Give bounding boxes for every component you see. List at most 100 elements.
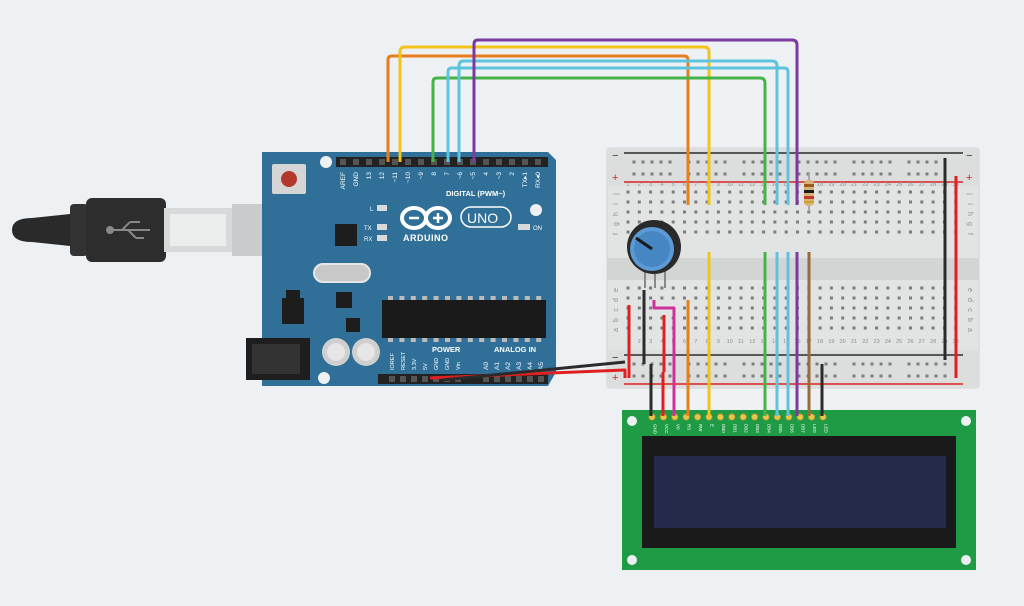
breadboard-hole[interactable] [909, 286, 912, 290]
digital-pin-hole[interactable] [379, 159, 385, 165]
breadboard-hole[interactable] [683, 230, 686, 234]
breadboard-hole[interactable] [875, 286, 879, 290]
rail-hole[interactable] [760, 362, 764, 366]
rail-hole[interactable] [870, 172, 874, 176]
breadboard-hole[interactable] [626, 210, 630, 214]
wire-pin7-blue[interactable] [457, 59, 779, 205]
rail-hole[interactable] [852, 362, 856, 366]
breadboard-hole[interactable] [705, 190, 709, 194]
breadboard-hole[interactable] [818, 296, 822, 300]
rail-hole[interactable] [797, 362, 801, 366]
rail-hole[interactable] [714, 374, 718, 378]
rail-hole[interactable] [751, 160, 755, 164]
rail-hole[interactable] [723, 172, 727, 176]
rail-hole[interactable] [696, 160, 700, 164]
rail-hole[interactable] [870, 160, 874, 164]
breadboard-hole[interactable] [694, 306, 698, 310]
breadboard-hole[interactable] [626, 190, 630, 194]
breadboard-hole[interactable] [863, 210, 867, 214]
breadboard-hole[interactable] [863, 286, 867, 290]
breadboard-hole[interactable] [909, 316, 912, 320]
breadboard-hole[interactable] [694, 200, 698, 204]
rail-hole[interactable] [668, 160, 672, 164]
rail-hole[interactable] [742, 374, 746, 378]
rail-hole[interactable] [861, 172, 865, 176]
wire-gnd-rail-black[interactable] [441, 360, 626, 382]
breadboard-hole[interactable] [739, 210, 743, 214]
rail-hole[interactable] [879, 160, 883, 164]
digital-pin-hole[interactable] [509, 159, 515, 165]
breadboard-hole[interactable] [920, 230, 924, 234]
breadboard-hole[interactable] [739, 190, 743, 194]
breadboard-hole[interactable] [920, 200, 924, 204]
wire-pin9-green[interactable] [431, 76, 767, 205]
breadboard-hole[interactable] [807, 220, 811, 224]
breadboard-hole[interactable] [683, 200, 686, 204]
rail-hole[interactable] [723, 362, 727, 366]
rail-hole[interactable] [888, 362, 892, 366]
breadboard-hole[interactable] [637, 190, 641, 194]
rail-hole[interactable] [632, 172, 636, 176]
breadboard-hole[interactable] [716, 296, 720, 300]
breadboard-hole[interactable] [886, 286, 890, 290]
rail-hole[interactable] [879, 374, 883, 378]
breadboard-hole[interactable] [920, 326, 924, 330]
rail-hole[interactable] [934, 374, 938, 378]
breadboard-hole[interactable] [649, 200, 653, 204]
rail-hole[interactable] [659, 160, 663, 164]
breadboard-hole[interactable] [863, 326, 867, 330]
rail-hole[interactable] [852, 172, 856, 176]
breadboard-hole[interactable] [863, 190, 867, 194]
breadboard-hole[interactable] [660, 296, 664, 300]
rail-hole[interactable] [659, 362, 663, 366]
rail-hole[interactable] [934, 160, 938, 164]
rail-hole[interactable] [769, 172, 773, 176]
digital-pin-hole[interactable] [392, 159, 398, 165]
breadboard-hole[interactable] [683, 296, 686, 300]
rail-hole[interactable] [943, 362, 947, 366]
breadboard-hole[interactable] [784, 230, 788, 234]
rail-hole[interactable] [806, 160, 810, 164]
breadboard-hole[interactable] [852, 286, 856, 290]
rail-hole[interactable] [705, 172, 709, 176]
breadboard-hole[interactable] [728, 210, 732, 214]
breadboard-hole[interactable] [886, 306, 890, 310]
breadboard-hole[interactable] [886, 296, 890, 300]
breadboard-hole[interactable] [750, 200, 754, 204]
breadboard-hole[interactable] [897, 306, 901, 310]
breadboard-hole[interactable] [637, 210, 641, 214]
breadboard-hole[interactable] [716, 200, 720, 204]
breadboard-hole[interactable] [818, 230, 822, 234]
breadboard-hole[interactable] [886, 316, 890, 320]
breadboard-hole[interactable] [649, 296, 653, 300]
breadboard-hole[interactable] [909, 220, 912, 224]
breadboard-hole[interactable] [671, 200, 675, 204]
breadboard-hole[interactable] [773, 210, 777, 214]
rail-hole[interactable] [852, 374, 856, 378]
rail-hole[interactable] [815, 362, 819, 366]
breadboard-hole[interactable] [931, 306, 935, 310]
breadboard-hole[interactable] [773, 220, 777, 224]
breadboard-hole[interactable] [829, 210, 833, 214]
breadboard-hole[interactable] [626, 220, 630, 224]
rail-hole[interactable] [916, 374, 920, 378]
breadboard-hole[interactable] [818, 220, 822, 224]
breadboard-hole[interactable] [784, 326, 788, 330]
rail-hole[interactable] [907, 160, 911, 164]
breadboard-hole[interactable] [909, 306, 912, 310]
breadboard-hole[interactable] [796, 210, 799, 214]
breadboard-hole[interactable] [886, 200, 890, 204]
breadboard-hole[interactable] [875, 200, 879, 204]
breadboard-hole[interactable] [773, 230, 777, 234]
breadboard-hole[interactable] [705, 230, 709, 234]
breadboard-hole[interactable] [852, 190, 856, 194]
breadboard-hole[interactable] [705, 210, 709, 214]
breadboard-hole[interactable] [920, 190, 924, 194]
wire-pin6-purple[interactable] [472, 38, 799, 205]
breadboard-hole[interactable] [750, 306, 754, 310]
breadboard-hole[interactable] [762, 210, 766, 214]
digital-pin-hole[interactable] [405, 159, 411, 165]
breadboard-hole[interactable] [694, 230, 698, 234]
lcd-pin[interactable] [796, 413, 804, 421]
rail-hole[interactable] [769, 362, 773, 366]
